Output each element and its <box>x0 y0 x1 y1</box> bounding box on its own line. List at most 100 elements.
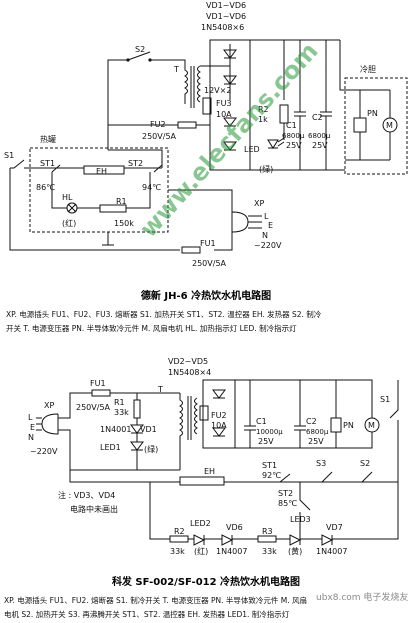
cold-tank-label: 冷胆 <box>360 64 376 74</box>
s2-label: S2 <box>360 459 370 468</box>
c1-voltage: 25V <box>286 141 302 150</box>
led3-symbol <box>289 534 302 546</box>
c1-voltage: 25V <box>258 437 274 446</box>
led3-label: LED3 <box>290 515 311 524</box>
diode-symbol <box>223 141 237 151</box>
led1-color: (绿) <box>144 445 158 454</box>
fu2-value: 10A <box>211 421 227 430</box>
pn-symbol <box>330 417 342 433</box>
plug-n-label: N <box>28 433 34 442</box>
cold-tank-wires <box>339 40 391 161</box>
transformer-secondary <box>194 397 198 435</box>
hot-tank-label: 热罐 <box>40 134 56 144</box>
st1-label: ST1 <box>40 159 55 168</box>
vd6-label: VD6 <box>226 523 243 532</box>
fu3-value: 10A <box>216 110 232 119</box>
s1-switch-symbol <box>10 159 36 169</box>
s2-switch-symbol <box>127 51 172 61</box>
r1-label: R1 <box>116 197 127 206</box>
m-label: M <box>386 121 393 130</box>
s3-label: S3 <box>316 459 326 468</box>
diagram-2: VD2~VD5 1N5408×4 FU1 250V/5A R1 33k T XP… <box>28 357 399 556</box>
fu2-symbol <box>177 121 197 129</box>
load-wires <box>335 379 373 449</box>
c2-label: C2 <box>306 417 317 426</box>
s2-symbol <box>361 471 373 483</box>
ground-symbol <box>102 232 114 246</box>
fu1-symbol <box>91 389 111 397</box>
s1-wire <box>9 168 40 251</box>
r2-label: R2 <box>174 527 185 536</box>
xp-label: XP <box>254 199 264 208</box>
led-symbol <box>267 137 285 149</box>
fu3-symbol <box>202 97 212 115</box>
capacitor-wires <box>284 39 340 170</box>
transformer-secondary <box>197 65 201 103</box>
s2-contact <box>148 58 152 62</box>
s1-label: S1 <box>4 151 14 160</box>
c1-value: 10000μ <box>256 428 283 436</box>
st2-symbol <box>299 482 311 540</box>
c1-label: C1 <box>286 121 297 130</box>
transformer-core <box>190 66 195 108</box>
c1-value: 6800μ <box>282 132 305 140</box>
plug-symbol <box>36 413 59 435</box>
c2-label: C2 <box>312 113 323 122</box>
s1-switch-symbol <box>389 380 399 470</box>
c2-voltage: 25V <box>312 141 328 150</box>
pn-symbol <box>353 117 367 133</box>
m-label: M <box>368 421 375 430</box>
vd7-label: VD7 <box>326 523 343 532</box>
plug-pins <box>248 215 262 229</box>
note-line2: 电路中未画出 <box>70 504 118 514</box>
st1-symbol <box>36 164 61 173</box>
st2-symbol <box>108 149 163 173</box>
r2-value: 33k <box>170 547 185 556</box>
diode-symbol <box>223 117 237 127</box>
heater-wire <box>69 470 399 483</box>
t-label: T <box>173 65 179 74</box>
vd6-symbol <box>221 534 234 546</box>
st1-symbol <box>279 473 291 483</box>
bridge-diodes <box>212 389 226 437</box>
r3-value: 33k <box>262 547 277 556</box>
r1-symbol <box>99 204 127 213</box>
led2-color: (红) <box>194 546 208 556</box>
mains-label: ~220V <box>254 241 282 250</box>
mains-wire <box>40 189 233 251</box>
vd-label-b: VD1~VD6 <box>206 12 246 21</box>
hl-label: HL <box>62 193 73 202</box>
s3-symbol <box>321 471 333 483</box>
st2-temp: 85℃ <box>278 499 297 508</box>
xp-label: XP <box>44 401 54 410</box>
d1-label: 1N4001 <box>100 425 131 434</box>
led2-label: LED2 <box>190 519 211 528</box>
led2-symbol <box>193 534 206 546</box>
eh-heater-symbol <box>83 165 125 175</box>
fu1-label: FU1 <box>90 379 106 388</box>
plug-l-label: L <box>264 212 269 221</box>
indicator-wire <box>51 172 151 209</box>
st2-label: ST2 <box>278 489 293 498</box>
diagram1-legend-line2: 开关 T. 电源变压器 PN. 半导体致冷元件 M. 风扇电机 HL. 加热指示… <box>6 323 297 333</box>
fan-motor-symbol <box>382 117 398 133</box>
hl-lamp-cross <box>67 203 77 213</box>
diode-symbol <box>223 75 237 85</box>
st2-temp: 94℃ <box>142 183 161 192</box>
fu1-label: FU1 <box>200 239 216 248</box>
vd7-model: 1N4007 <box>316 547 347 556</box>
v12-label: 12V×2 <box>204 86 231 95</box>
s2-wire <box>107 59 128 66</box>
r2-value: 1k <box>258 115 268 124</box>
transformer-primary <box>179 393 183 470</box>
led1-label: LED1 <box>100 443 121 452</box>
st1-temp: 86℃ <box>36 183 55 192</box>
r1-symbol <box>133 399 141 419</box>
transformer-core <box>187 396 192 440</box>
plug-n-label: N <box>262 231 268 240</box>
indicator-wire <box>149 482 399 540</box>
vd-label: VD2~VD5 <box>168 357 208 366</box>
fu1-value: 250V/5A <box>192 259 227 268</box>
diagram1-title: 德新 JH-6 冷热饮水机电路图 <box>140 289 271 302</box>
